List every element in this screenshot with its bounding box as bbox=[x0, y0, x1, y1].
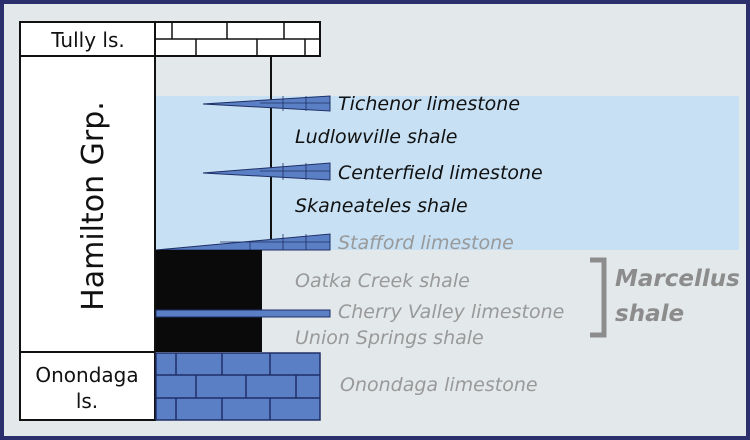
marcellus-bracket bbox=[590, 257, 607, 338]
formation-label-ludlowville: Ludlowville shale bbox=[295, 126, 458, 148]
onondaga-limestone-block bbox=[155, 352, 321, 421]
onondaga-unit-label-line2: ls. bbox=[76, 389, 98, 413]
tully-unit-cell bbox=[19, 21, 156, 57]
formation-label-onondaga: Onondaga limestone bbox=[340, 374, 538, 396]
marcellus-shale-block bbox=[156, 250, 262, 352]
hamilton-unit-cell bbox=[19, 55, 156, 353]
tichenor-limestone-wedge bbox=[202, 95, 331, 112]
formation-label-stafford: Stafford limestone bbox=[338, 232, 514, 254]
formation-label-tichenor: Tichenor limestone bbox=[338, 93, 520, 115]
cherry-valley-limestone-band bbox=[155, 309, 331, 318]
formation-label-cherry-valley: Cherry Valley limestone bbox=[338, 301, 564, 323]
formation-label-centerfield: Centerfield limestone bbox=[338, 162, 543, 184]
tully-unit-label: Tully ls. bbox=[50, 28, 125, 52]
formation-label-union-springs: Union Springs shale bbox=[295, 327, 484, 349]
formation-label-oatka-creek: Oatka Creek shale bbox=[295, 270, 470, 292]
formation-label-skaneateles: Skaneateles shale bbox=[295, 195, 468, 217]
centerfield-limestone-wedge bbox=[202, 162, 331, 181]
marcellus-bracket-label-line2: shale bbox=[615, 301, 684, 327]
hamilton-unit-label: Hamilton Grp. bbox=[76, 101, 111, 311]
tully-limestone-block bbox=[154, 21, 321, 57]
marcellus-bracket-label-line1: Marcellus bbox=[615, 266, 740, 292]
onondaga-unit-cell bbox=[19, 351, 156, 421]
onondaga-unit-label-line1: Onondaga bbox=[35, 363, 138, 387]
